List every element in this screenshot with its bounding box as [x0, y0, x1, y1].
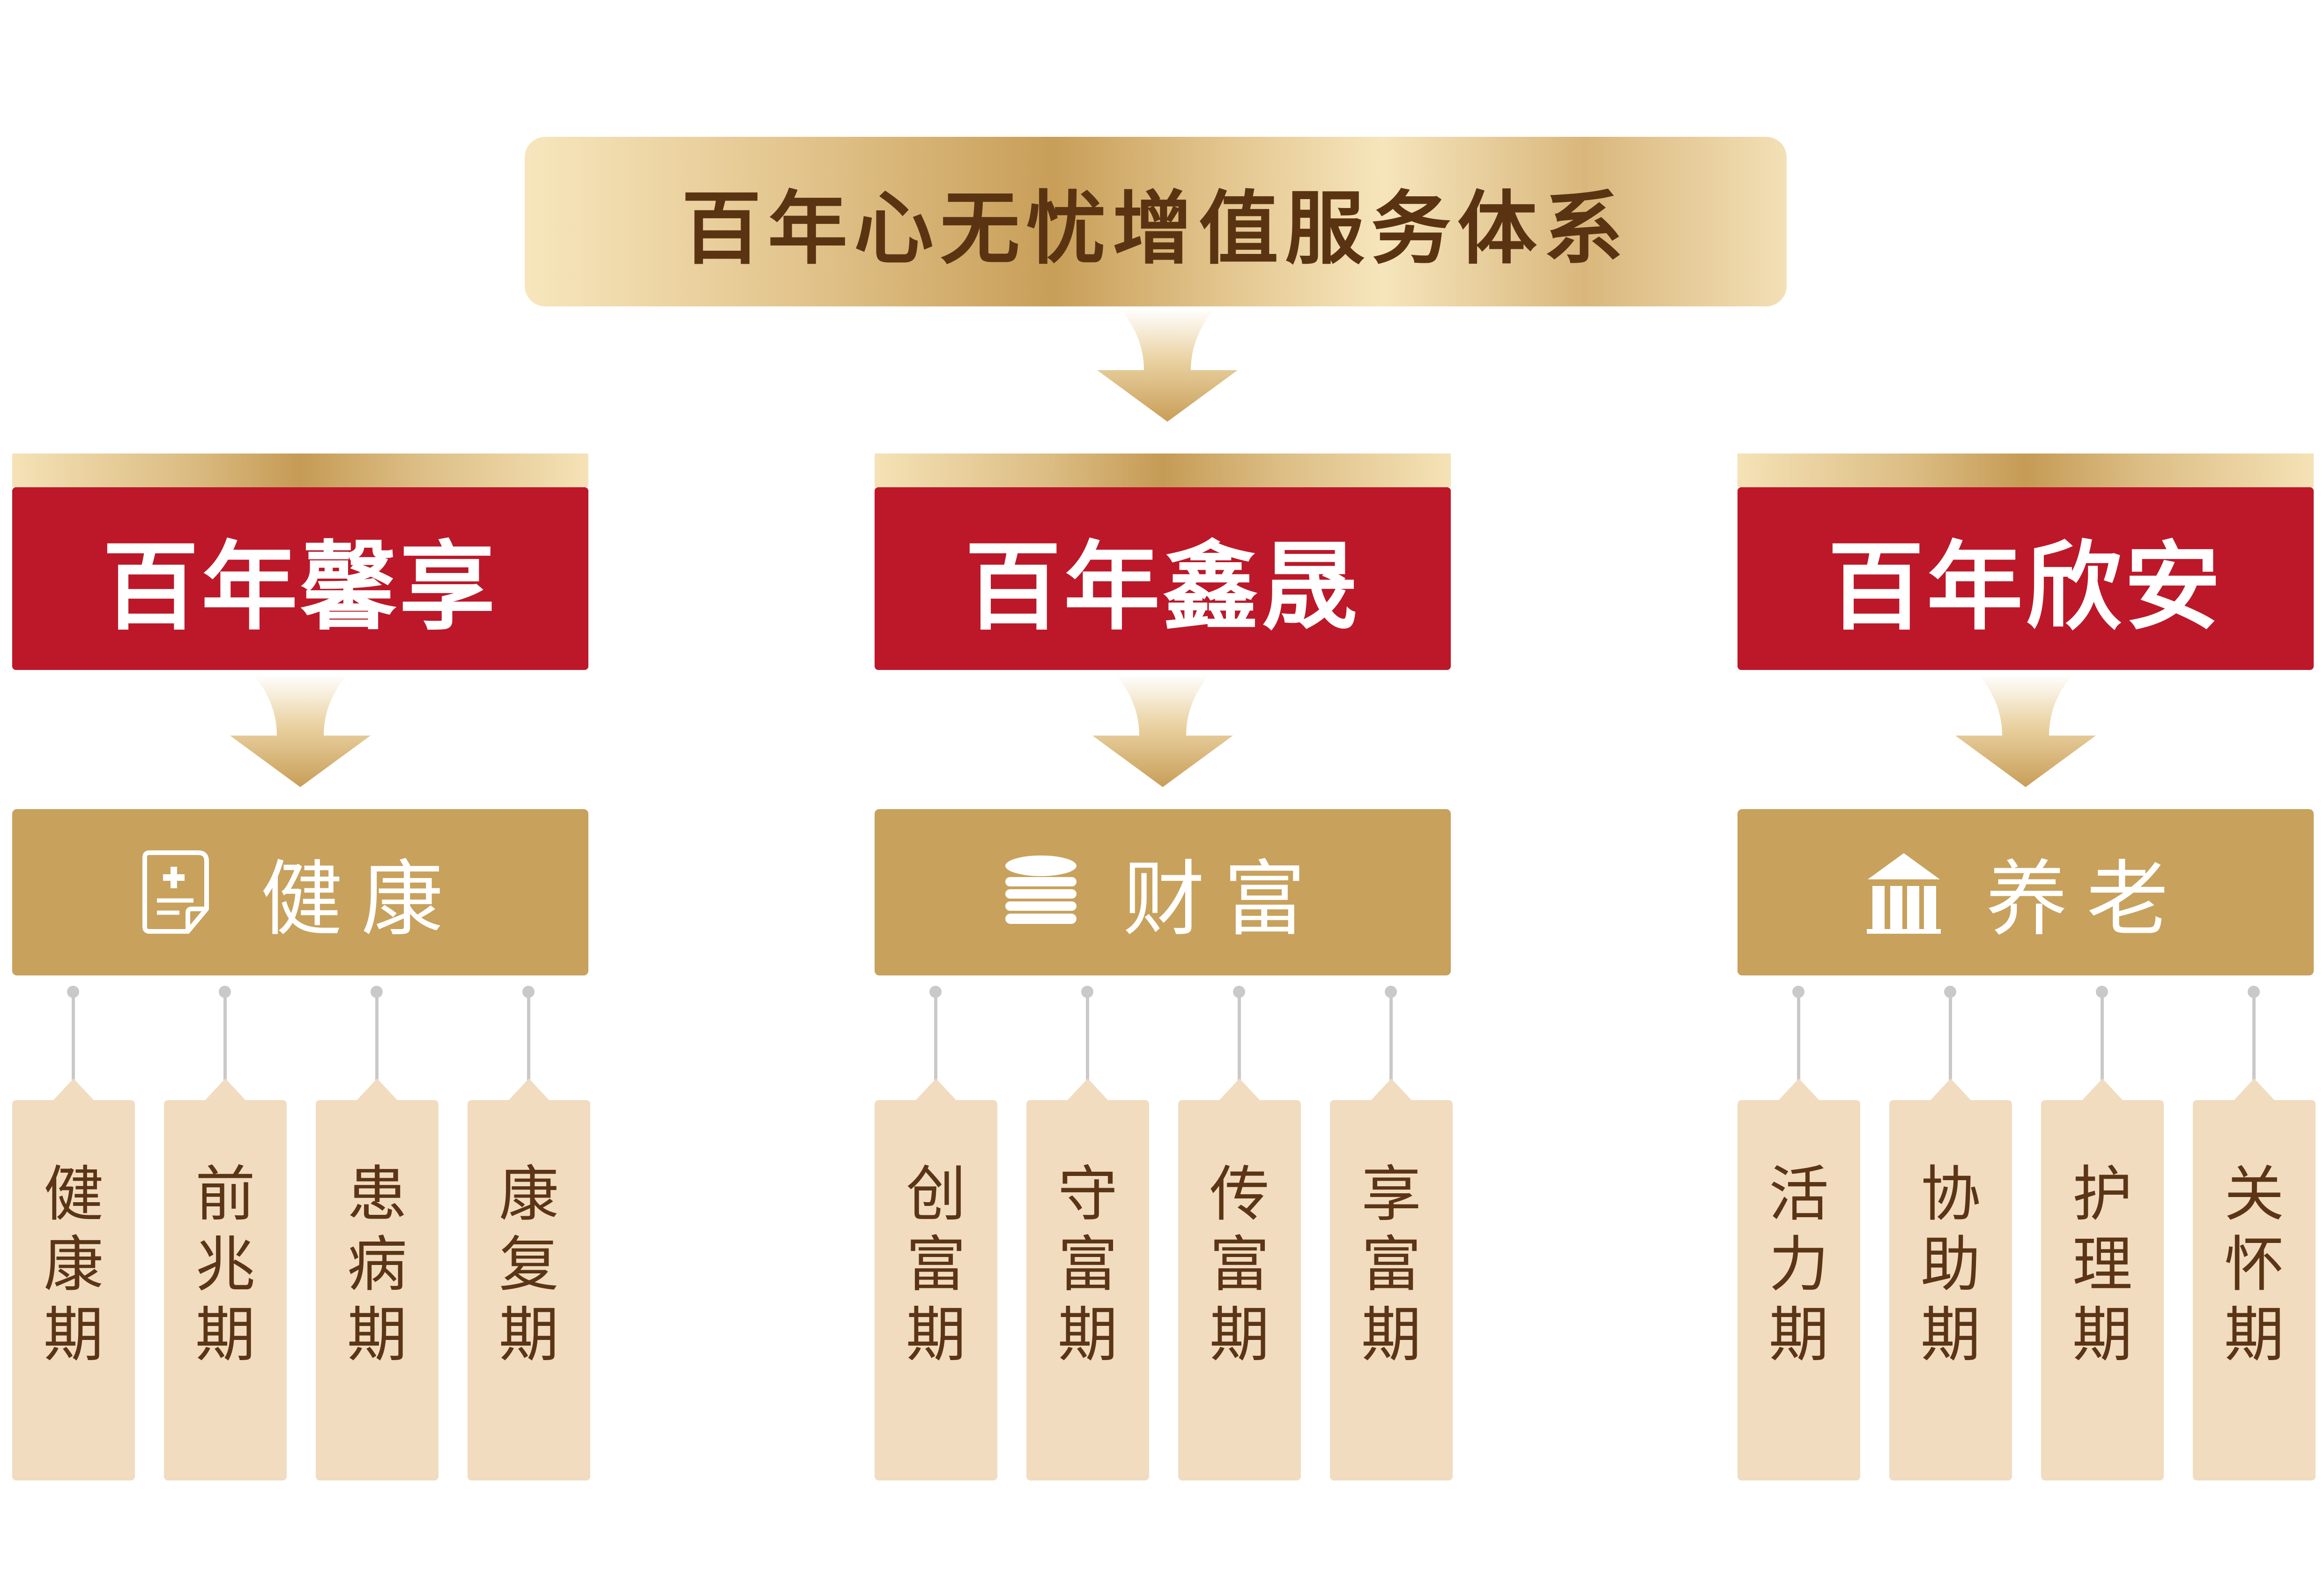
category-health: 健康: [12, 809, 588, 975]
tag-shape: [1737, 1079, 1860, 1480]
phase-label: 前兆期: [195, 1160, 255, 1370]
branch-header: 百年馨享: [12, 487, 588, 670]
tag-shape: [1026, 1079, 1149, 1480]
medical-record-icon: [139, 848, 218, 937]
phase-label: 活力期: [1768, 1160, 1829, 1370]
tag-shape: [2041, 1079, 2164, 1480]
category-elderly-care: 养老: [1737, 809, 2314, 975]
tag-shape: [468, 1079, 590, 1480]
hanging-wire: [1086, 989, 1089, 1096]
phase-tag: 传富期: [1178, 986, 1301, 1480]
hanging-dot: [1081, 986, 1093, 998]
category-wealth: 财富: [875, 809, 1451, 975]
hanging-wire: [1238, 989, 1241, 1096]
down-arrow-icon: [1955, 675, 2096, 787]
branch-name: 百年馨享: [103, 531, 498, 643]
hanging-dot: [1944, 986, 1956, 998]
hanging-dot: [219, 986, 231, 998]
hanging-wire: [1797, 989, 1800, 1096]
phase-tag: 前兆期: [164, 986, 287, 1480]
phase-label: 关怀期: [2224, 1160, 2284, 1370]
hanging-dot: [522, 986, 535, 998]
tag-shape: [1330, 1079, 1453, 1480]
tag-shape: [164, 1079, 287, 1480]
building-pillars-icon: [1864, 848, 1944, 937]
phase-tag: 守富期: [1026, 986, 1149, 1480]
branch-name: 百年欣安: [1828, 531, 2223, 643]
phase-tag: 患病期: [316, 986, 438, 1480]
phase-label: 创富期: [906, 1160, 966, 1370]
phase-label: 患病期: [347, 1160, 407, 1370]
hanging-dot: [929, 986, 942, 998]
hanging-wire: [375, 989, 379, 1096]
branch-name: 百年鑫晟: [965, 531, 1360, 643]
branch-header: 百年鑫晟: [875, 487, 1451, 670]
phase-label: 健康期: [43, 1160, 104, 1370]
branch-header: 百年欣安: [1737, 487, 2314, 670]
gold-strip: [875, 454, 1451, 487]
phase-label: 协助期: [1920, 1160, 1981, 1370]
tag-shape: [875, 1079, 997, 1480]
hanging-dot: [1233, 986, 1245, 998]
hanging-dot: [2096, 986, 2108, 998]
down-arrow-icon: [230, 675, 371, 787]
phase-tag: 活力期: [1737, 986, 1860, 1480]
phase-tag: 护理期: [2041, 986, 2164, 1480]
phase-tag: 创富期: [875, 986, 997, 1480]
hanging-wire: [1949, 989, 1952, 1096]
hanging-dot: [2248, 986, 2260, 998]
phase-label: 传富期: [1209, 1160, 1270, 1370]
hanging-wire: [1389, 989, 1393, 1096]
hanging-dot: [371, 986, 383, 998]
category-label: 养老: [1986, 852, 2187, 947]
hanging-dot: [1792, 986, 1804, 998]
hanging-dot: [67, 986, 79, 998]
phase-label: 护理期: [2072, 1160, 2132, 1370]
tag-shape: [1889, 1079, 2012, 1480]
coin-stack-icon: [1001, 848, 1081, 937]
gold-strip: [1737, 454, 2314, 487]
hanging-wire: [2252, 989, 2256, 1096]
phase-tag: 享富期: [1330, 986, 1453, 1480]
gold-strip: [12, 454, 588, 487]
hanging-wire: [2101, 989, 2104, 1096]
phase-tag: 关怀期: [2193, 986, 2316, 1480]
tag-shape: [12, 1079, 135, 1480]
hanging-dot: [1385, 986, 1397, 998]
phase-tag: 协助期: [1889, 986, 2012, 1480]
tag-shape: [1178, 1079, 1301, 1480]
hanging-wire: [223, 989, 227, 1096]
hanging-wire: [527, 989, 530, 1096]
phase-label: 享富期: [1361, 1160, 1421, 1370]
diagram-title: 百年心无忧增值服务体系: [681, 183, 1630, 275]
tag-shape: [316, 1079, 438, 1480]
category-label: 财富: [1123, 852, 1324, 947]
phase-tag: 健康期: [12, 986, 135, 1480]
tag-shape: [2193, 1079, 2316, 1480]
phase-tag: 康复期: [468, 986, 590, 1480]
category-label: 健康: [260, 852, 462, 947]
hanging-wire: [72, 989, 75, 1096]
phase-label: 康复期: [498, 1160, 559, 1370]
hanging-wire: [934, 989, 937, 1096]
down-arrow-icon: [1097, 309, 1238, 422]
phase-label: 守富期: [1057, 1160, 1118, 1370]
down-arrow-icon: [1092, 675, 1233, 787]
title-banner: 百年心无忧增值服务体系: [525, 137, 1787, 306]
